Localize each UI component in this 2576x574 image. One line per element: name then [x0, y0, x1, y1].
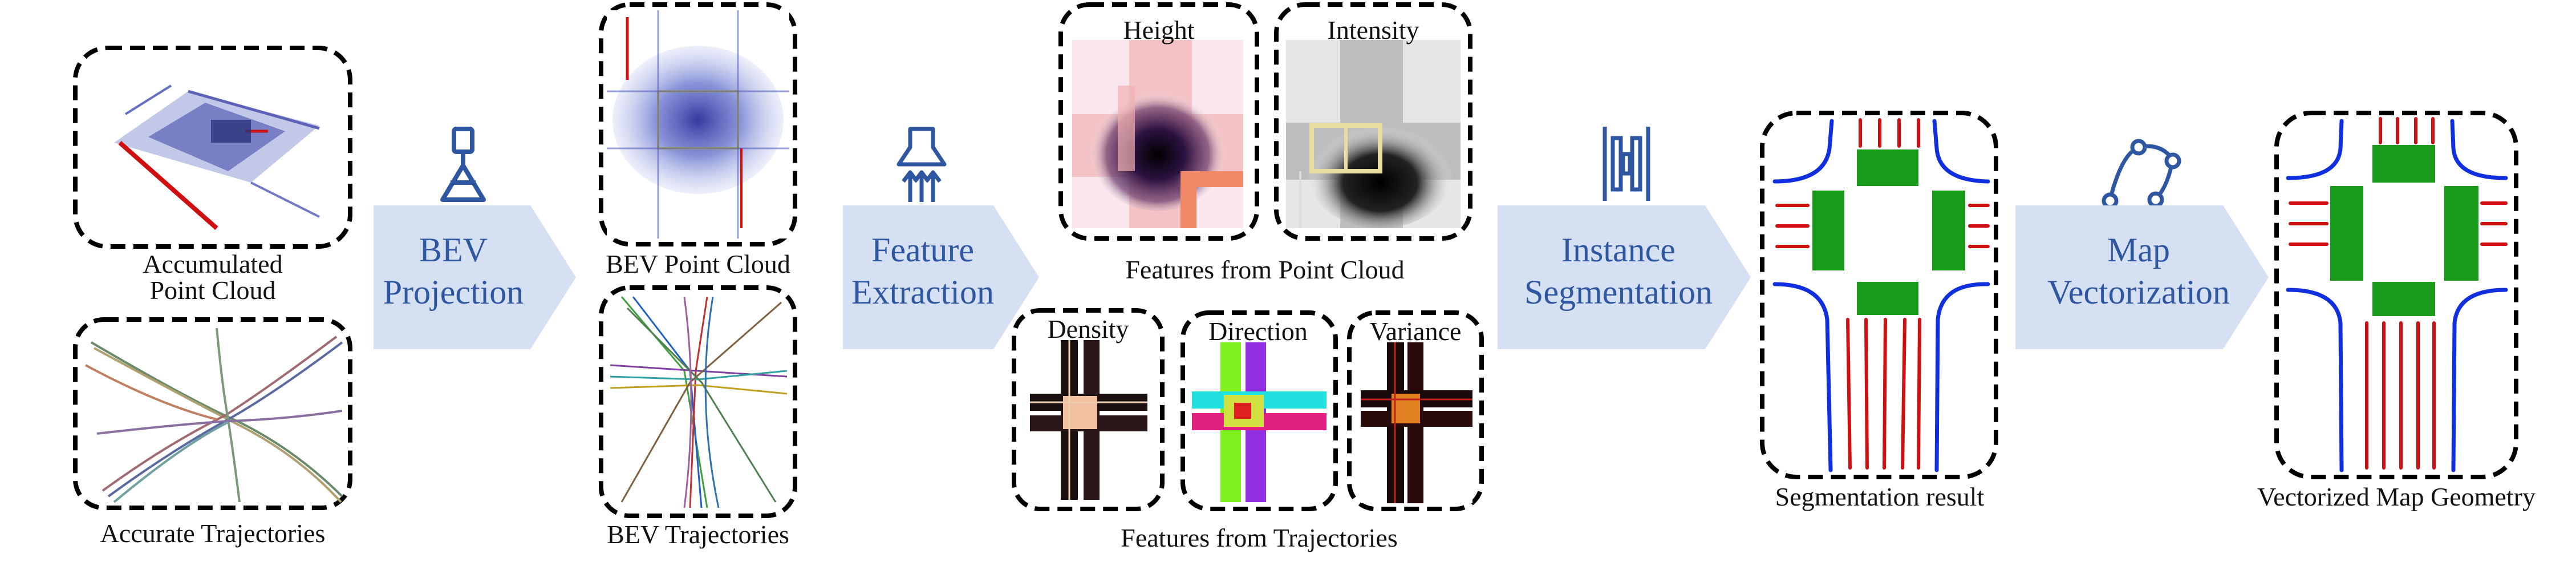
variance-feature-panel: Variance — [1347, 310, 1484, 511]
direction-feature-panel: Direction — [1181, 310, 1338, 511]
feature-variance-label: Variance — [1370, 317, 1462, 346]
bev-trajectories-panel: BEV Trajectories — [599, 285, 797, 549]
caption-accumulated-2: Point Cloud — [149, 276, 275, 305]
projection-icon — [440, 127, 486, 202]
caption-accurate-trajectories: Accurate Trajectories — [100, 519, 326, 548]
intensity-feature-image — [1286, 40, 1461, 228]
vectorization-icon — [2102, 139, 2181, 209]
bev-projection-arrow — [374, 205, 576, 349]
step-map-label-1: Map — [2107, 231, 2170, 269]
feature-direction-label: Direction — [1208, 317, 1308, 346]
caption-bev-trajectories: BEV Trajectories — [607, 520, 789, 549]
step-feature-label-1: Feature — [871, 231, 974, 269]
step-map-label-2: Vectorization — [2047, 273, 2230, 311]
accurate-trajectories-panel: Accurate Trajectories — [73, 317, 352, 548]
feature-density-label: Density — [1047, 314, 1129, 343]
direction-feature-image — [1192, 342, 1326, 502]
height-feature-image — [1072, 40, 1243, 228]
map-vectorization-arrow — [2015, 205, 2269, 349]
feature-intensity-label: Intensity — [1328, 15, 1419, 45]
bev-point-cloud-panel: BEV Point Cloud — [599, 2, 797, 278]
step-instance-label-2: Segmentation — [1524, 273, 1713, 311]
feature-height-label: Height — [1123, 15, 1194, 45]
instance-segmentation-arrow — [1498, 205, 1751, 349]
step-feature-label-2: Extraction — [851, 273, 994, 311]
point-cloud-image — [114, 84, 320, 230]
caption-features-point-cloud: Features from Point Cloud — [1125, 255, 1404, 284]
bev-trajectories-image — [610, 296, 788, 508]
feature-extraction-icon — [896, 127, 947, 202]
trajectories-image — [85, 328, 343, 503]
step-instance-label-1: Instance — [1561, 231, 1676, 269]
density-feature-panel: Density — [1012, 308, 1165, 511]
intensity-feature-panel: Intensity — [1274, 2, 1472, 241]
vectorized-map-panel: Vectorized Map Geometry — [2257, 111, 2536, 511]
step-bev-projection: BEV Projection — [374, 127, 576, 349]
caption-accumulated-1: Accumulated — [143, 249, 282, 278]
caption-vectorized-map: Vectorized Map Geometry — [2257, 482, 2536, 511]
step-instance-segmentation: Instance Segmentation — [1498, 127, 1751, 349]
height-feature-panel: Height — [1058, 2, 1259, 241]
feature-extraction-arrow — [843, 205, 1039, 349]
segmentation-result-image — [1772, 118, 1990, 472]
density-feature-image — [1027, 337, 1150, 502]
caption-features-trajectories: Features from Trajectories — [1121, 523, 1397, 552]
step-bev-label-1: BEV — [419, 231, 488, 269]
step-map-vectorization: Map Vectorization — [2015, 139, 2269, 349]
segmentation-result-panel: Segmentation result — [1760, 111, 1998, 511]
vectorized-map-image — [2286, 117, 2508, 472]
segmentation-icon — [1603, 127, 1650, 201]
step-feature-extraction: Feature Extraction — [843, 127, 1039, 349]
variance-feature-image — [1361, 342, 1472, 503]
bev-point-cloud-image — [607, 10, 789, 239]
caption-segmentation-result: Segmentation result — [1775, 482, 1985, 511]
accumulated-point-cloud-panel: Accumulated Point Cloud — [73, 46, 352, 305]
caption-bev-point-cloud: BEV Point Cloud — [606, 249, 790, 278]
step-bev-label-2: Projection — [383, 273, 524, 311]
